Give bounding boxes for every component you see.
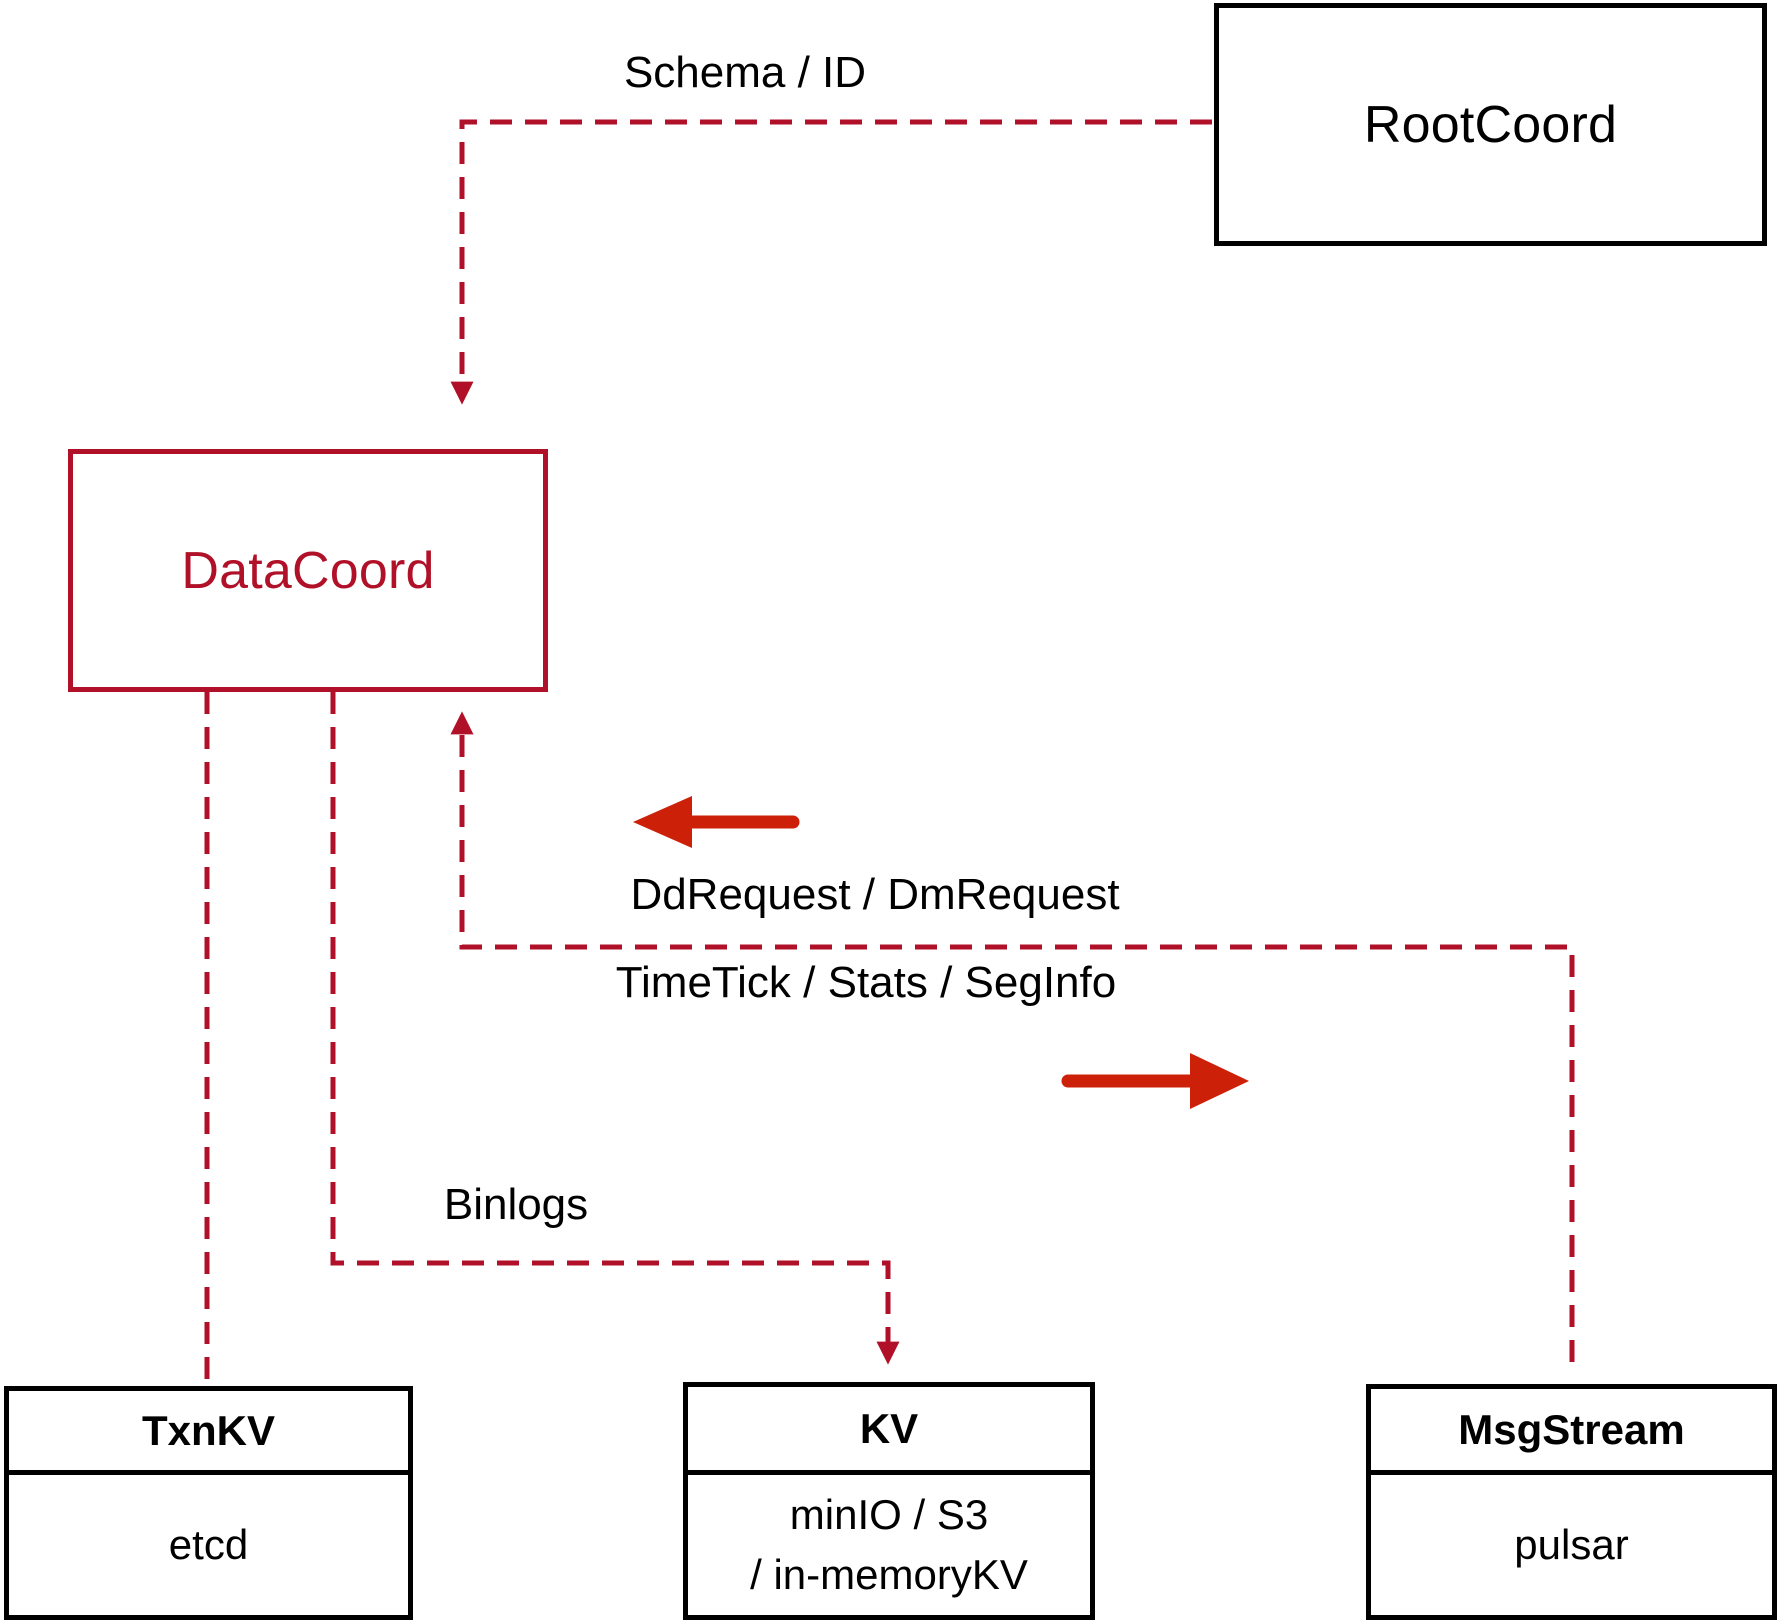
store-txnkv[interactable]: TxnKV etcd [4,1386,413,1620]
edge-label-binlogs: Binlogs [443,1180,589,1229]
store-txnkv-title: TxnKV [9,1391,408,1475]
edge-msgstream-datacoord [450,711,1575,1362]
node-datacoord-label: DataCoord [181,541,435,600]
store-msgstream-line-0: pulsar [1514,1521,1629,1569]
store-kv-line-1: / in-memoryKV [750,1551,1028,1598]
outbound-arrow-icon [1061,1053,1249,1109]
store-txnkv-line-0: etcd [168,1521,249,1569]
edge-label-schema-id: Schema / ID [623,48,867,97]
store-msgstream-title: MsgStream [1371,1389,1772,1475]
store-msgstream[interactable]: MsgStream pulsar [1366,1384,1777,1620]
store-kv-title: KV [688,1387,1090,1475]
store-kv-line-0: minIO / S3 [789,1491,989,1539]
node-rootcoord-label: RootCoord [1363,95,1618,154]
store-kv[interactable]: KV minIO / S3 / in-memoryKV [683,1382,1095,1620]
inbound-arrow-icon [633,796,800,848]
store-msgstream-body: pulsar [1371,1475,1772,1615]
edge-label-dd-dm-request: DdRequest / DmRequest [630,870,1120,919]
edge-datacoord-kv-binlogs [330,692,900,1365]
store-txnkv-body: etcd [9,1475,408,1615]
node-rootcoord[interactable]: RootCoord [1214,3,1767,246]
edge-schema-id [450,119,1212,405]
node-datacoord[interactable]: DataCoord [68,449,548,692]
edge-label-timetick-stats-seginfo: TimeTick / Stats / SegInfo [615,958,1117,1007]
store-kv-body: minIO / S3 / in-memoryKV [688,1475,1090,1615]
